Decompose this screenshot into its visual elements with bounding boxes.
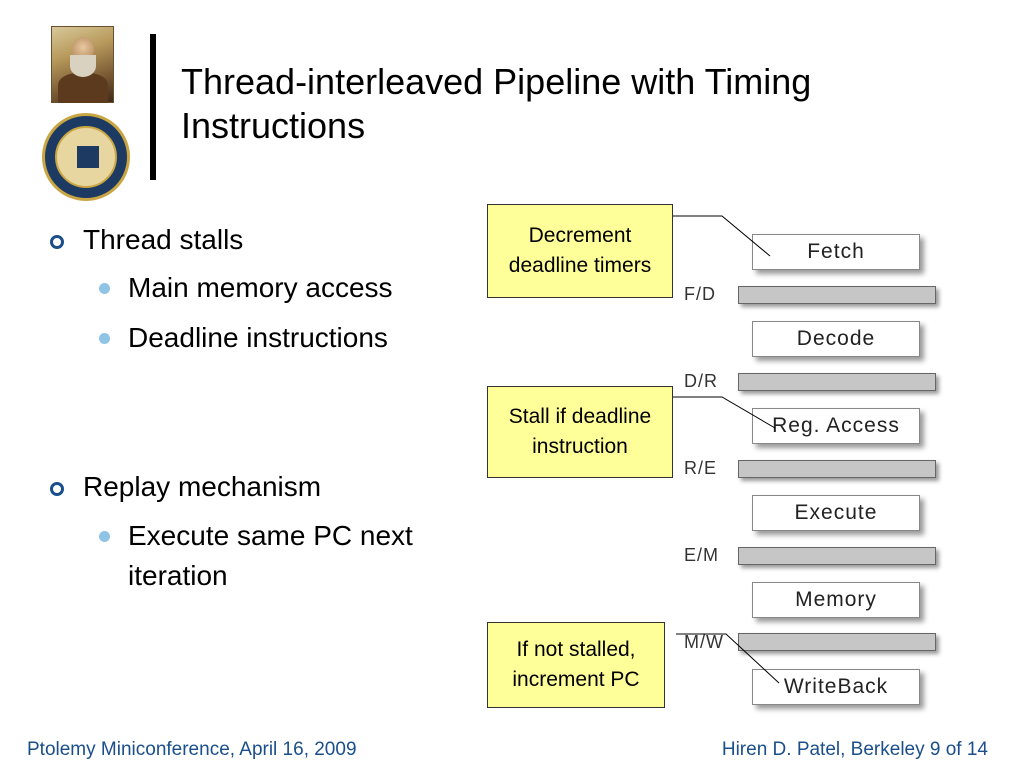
footer-left: Ptolemy Miniconference, April 16, 2009: [27, 739, 357, 760]
portrait-logo: [51, 26, 114, 103]
note-decrement-timers: Decrement deadline timers: [487, 204, 673, 298]
bullet-marker: [50, 235, 64, 249]
portrait-beard: [70, 55, 96, 77]
note-stall-deadline: Stall if deadline instruction: [487, 386, 673, 478]
register-em: [738, 547, 936, 565]
seal-inner-ring: [55, 126, 117, 188]
register-re: [738, 460, 936, 478]
bullet-marker: [50, 482, 64, 496]
university-seal-logo: [42, 113, 130, 201]
seal-book-icon: [77, 146, 99, 168]
stage-memory: Memory: [752, 582, 920, 618]
stage-fetch: Fetch: [752, 234, 920, 270]
title-divider: [150, 34, 156, 180]
register-label-fd: F/D: [684, 284, 716, 304]
bullet-text: Thread stalls: [83, 224, 244, 255]
register-label-dr: D/R: [684, 371, 718, 391]
stage-reg-access: Reg. Access: [752, 408, 920, 444]
register-label-mw: M/W: [684, 632, 724, 652]
portrait-robe: [58, 73, 108, 103]
sub-bullet-marker: [99, 531, 110, 542]
bullet-text: Replay mechanism: [83, 471, 322, 502]
register-dr: [738, 373, 936, 391]
register-mw: [738, 633, 936, 651]
sub-bullet-text: Main memory access: [128, 272, 393, 303]
register-label-re: R/E: [684, 458, 718, 478]
sub-bullet-text: Deadline instructions: [128, 322, 388, 353]
stage-execute: Execute: [752, 495, 920, 531]
slide-title: Thread-interleaved Pipeline with Timing …: [181, 61, 812, 146]
register-fd: [738, 286, 936, 304]
note-increment-pc: If not stalled, increment PC: [487, 622, 665, 708]
footer-right: Hiren D. Patel, Berkeley 9 of 14: [721, 739, 988, 760]
stage-decode: Decode: [752, 321, 920, 357]
register-label-em: E/M: [684, 545, 720, 565]
sub-bullet-text: Execute same PC next iteration: [128, 520, 413, 591]
sub-bullet-marker: [99, 333, 110, 344]
stage-writeback: WriteBack: [752, 669, 920, 705]
sub-bullet-marker: [99, 283, 110, 294]
